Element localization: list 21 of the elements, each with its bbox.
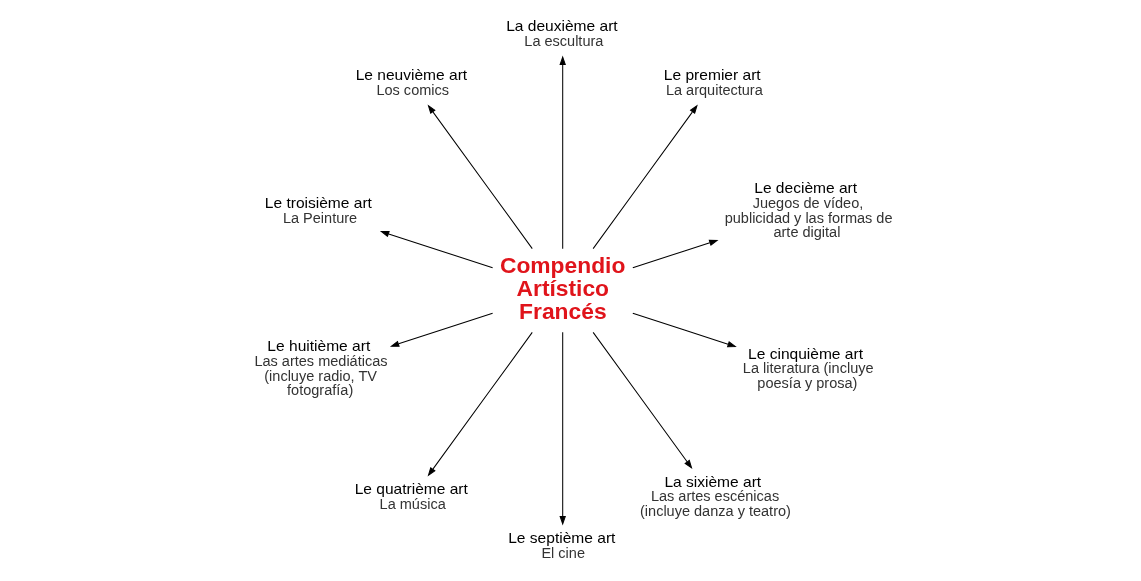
arrow bbox=[389, 312, 493, 347]
node-text: Compendio Artístico Francés bbox=[499, 252, 625, 325]
node-text: Le troisième art La Peinture bbox=[264, 193, 372, 226]
node-text: La deuxième art La escultura bbox=[505, 16, 618, 49]
arrow bbox=[631, 312, 737, 348]
node-text: Le quatrième art La música bbox=[354, 479, 468, 512]
node-text: Le huitième art Las artes mediáticas (incluye radio, TV fotografía) bbox=[253, 337, 388, 399]
node-text: Le septième art El cine bbox=[507, 528, 615, 561]
node-text: Le premier art La arquitectura bbox=[663, 65, 763, 98]
arrow bbox=[558, 55, 566, 250]
arrow bbox=[592, 331, 692, 470]
arrow bbox=[592, 104, 698, 250]
arrow bbox=[379, 230, 493, 269]
arrow bbox=[427, 331, 533, 477]
arrow bbox=[558, 331, 566, 526]
arrow bbox=[427, 104, 533, 250]
arrow bbox=[631, 239, 718, 269]
node-text: Le neuvième art Los comics bbox=[355, 65, 467, 98]
node-text: Le cinquième art La literatura (incluye poesía y prosa) bbox=[742, 344, 874, 391]
node-text: Le decième art Juegos de vídeo, publicidad y las formas de arte digital bbox=[724, 179, 893, 241]
node-text: La sixième art Las artes escénicas (incluye danza y teatro) bbox=[639, 472, 791, 519]
